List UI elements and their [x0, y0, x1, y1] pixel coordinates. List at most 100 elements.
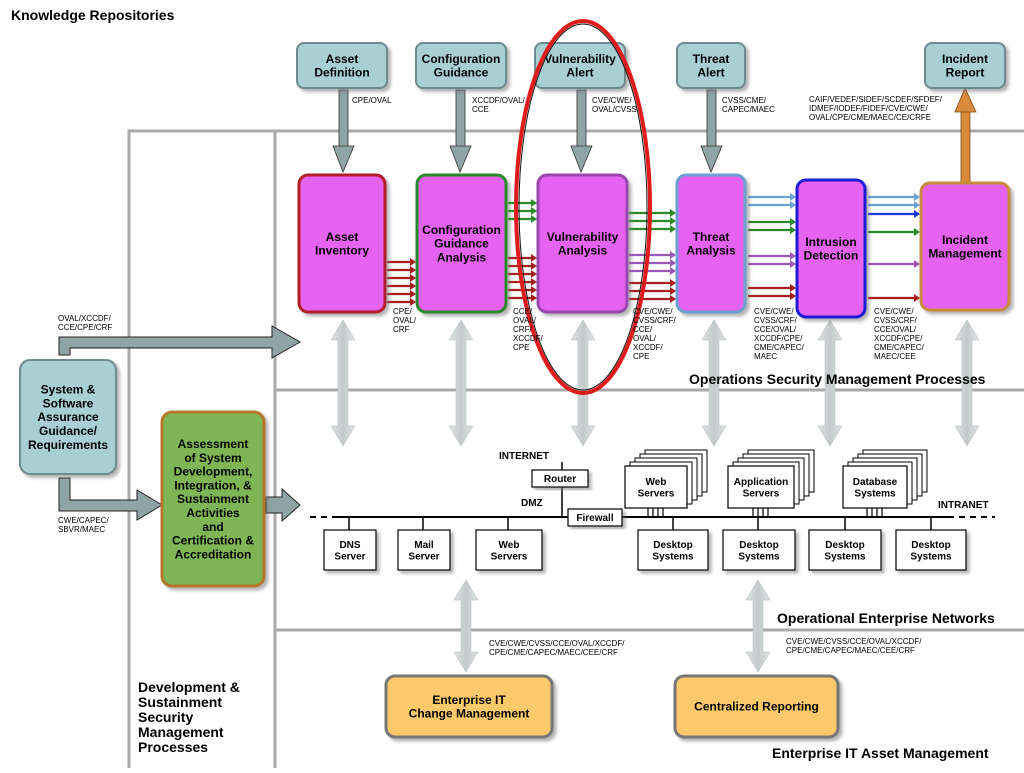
flow-arrow-head: [410, 258, 416, 266]
flow-arrow-head: [790, 284, 796, 292]
flow-arrow: [508, 215, 537, 223]
section-title-asset-mgmt: Enterprise IT Asset Management: [772, 745, 989, 761]
flow-arrow-head: [914, 260, 920, 268]
v-arrow-central-report: [745, 579, 771, 673]
internet-label: INTERNET: [499, 451, 549, 462]
flow-arrow-head: [914, 294, 920, 302]
flow-arrow-head: [790, 292, 796, 300]
repo-std-threat: CVSS/CME/ CAPEC/MAEC: [722, 96, 775, 114]
router-box-label: Router: [544, 474, 576, 485]
flow-arrow-head: [670, 251, 676, 259]
v-arrow-vuln: [570, 319, 596, 447]
flow-arrow: [868, 228, 920, 236]
desktop-systems-box-4-shape: [895, 529, 967, 571]
v-arrow-incident: [954, 319, 980, 447]
process-flow-arrows: [387, 193, 920, 306]
flow-arrow-head: [790, 193, 796, 201]
flow-arrow-head: [531, 270, 537, 278]
flow-arrow: [387, 282, 416, 290]
process-intrusion-detection-shape: [795, 178, 867, 319]
flow-arrow: [748, 260, 796, 268]
flow-arrow-head: [790, 201, 796, 209]
flow-arrow-head: [670, 279, 676, 287]
flow-arrow: [868, 260, 920, 268]
flow-arrow: [868, 294, 920, 302]
process-std-vuln: CVE/CWE/ CVSS/CRF/ CCE/ OVAL/ XCCDF/ CPE: [633, 307, 676, 361]
flow-arrow-head: [531, 262, 537, 270]
repo-to-process-arrows: [332, 87, 977, 183]
process-configuration-guidance-analysis-shape: [415, 173, 508, 314]
flow-arrow: [748, 226, 796, 234]
flow-arrow: [629, 251, 676, 259]
change-management-box-shape: [384, 674, 554, 739]
central-report-std: CVE/CWE/CVSS/CCE/OVAL/XCCDF/ CPE/CME/CAP…: [786, 637, 922, 655]
flow-arrow-head: [914, 193, 920, 201]
router-box-shape: [531, 469, 589, 488]
v-arrow-config: [448, 319, 474, 447]
flow-arrow-head: [790, 252, 796, 260]
flow-arrow: [868, 201, 920, 209]
flow-arrow-head: [531, 254, 537, 262]
section-title-ops: Operations Security Management Processes: [689, 371, 986, 387]
flow-arrow-head: [410, 282, 416, 290]
flow-arrow: [508, 286, 537, 294]
repo-configuration-guidance-shape: [415, 42, 507, 89]
flow-arrow-head: [790, 218, 796, 226]
process-std-config: CCE/ OVAL/ CRF/ XCCDF/ CPE: [513, 307, 543, 352]
flow-arrow: [748, 284, 796, 292]
flow-arrow: [508, 254, 537, 262]
section-title-net: Operational Enterprise Networks: [777, 610, 995, 626]
repo-asset-definition-shape: [296, 42, 388, 89]
router-box: Router: [531, 469, 589, 488]
flow-arrow: [629, 295, 676, 303]
flow-arrow-head: [410, 298, 416, 306]
flow-arrow-head: [531, 286, 537, 294]
flow-arrow: [629, 209, 676, 217]
desktop-systems-box-2-shape: [722, 529, 796, 571]
assurance-std-bottom: CWE/CAPEC/ SBVR/MAEC: [58, 516, 109, 534]
flow-arrow: [629, 267, 676, 275]
process-incident-management-shape: [919, 181, 1011, 312]
flow-arrow-head: [531, 215, 537, 223]
centralized-reporting-box-label: Centralized Reporting: [694, 700, 819, 714]
database-systems-stack-front: [842, 465, 908, 509]
flow-arrow-head: [670, 295, 676, 303]
flow-arrow-head: [670, 287, 676, 295]
web-servers-stack-front: [624, 465, 688, 509]
process-threat-analysis-shape: [675, 173, 747, 314]
flow-arrow-head: [531, 199, 537, 207]
repo-std-config: XCCDF/OVAL/ CCE: [472, 96, 525, 114]
desktop-systems-box-1-shape: [637, 529, 709, 571]
software-assurance-box-shape: [19, 359, 117, 475]
assurance-arrows: [58, 325, 302, 523]
flow-arrow: [387, 258, 416, 266]
flow-arrow: [748, 252, 796, 260]
